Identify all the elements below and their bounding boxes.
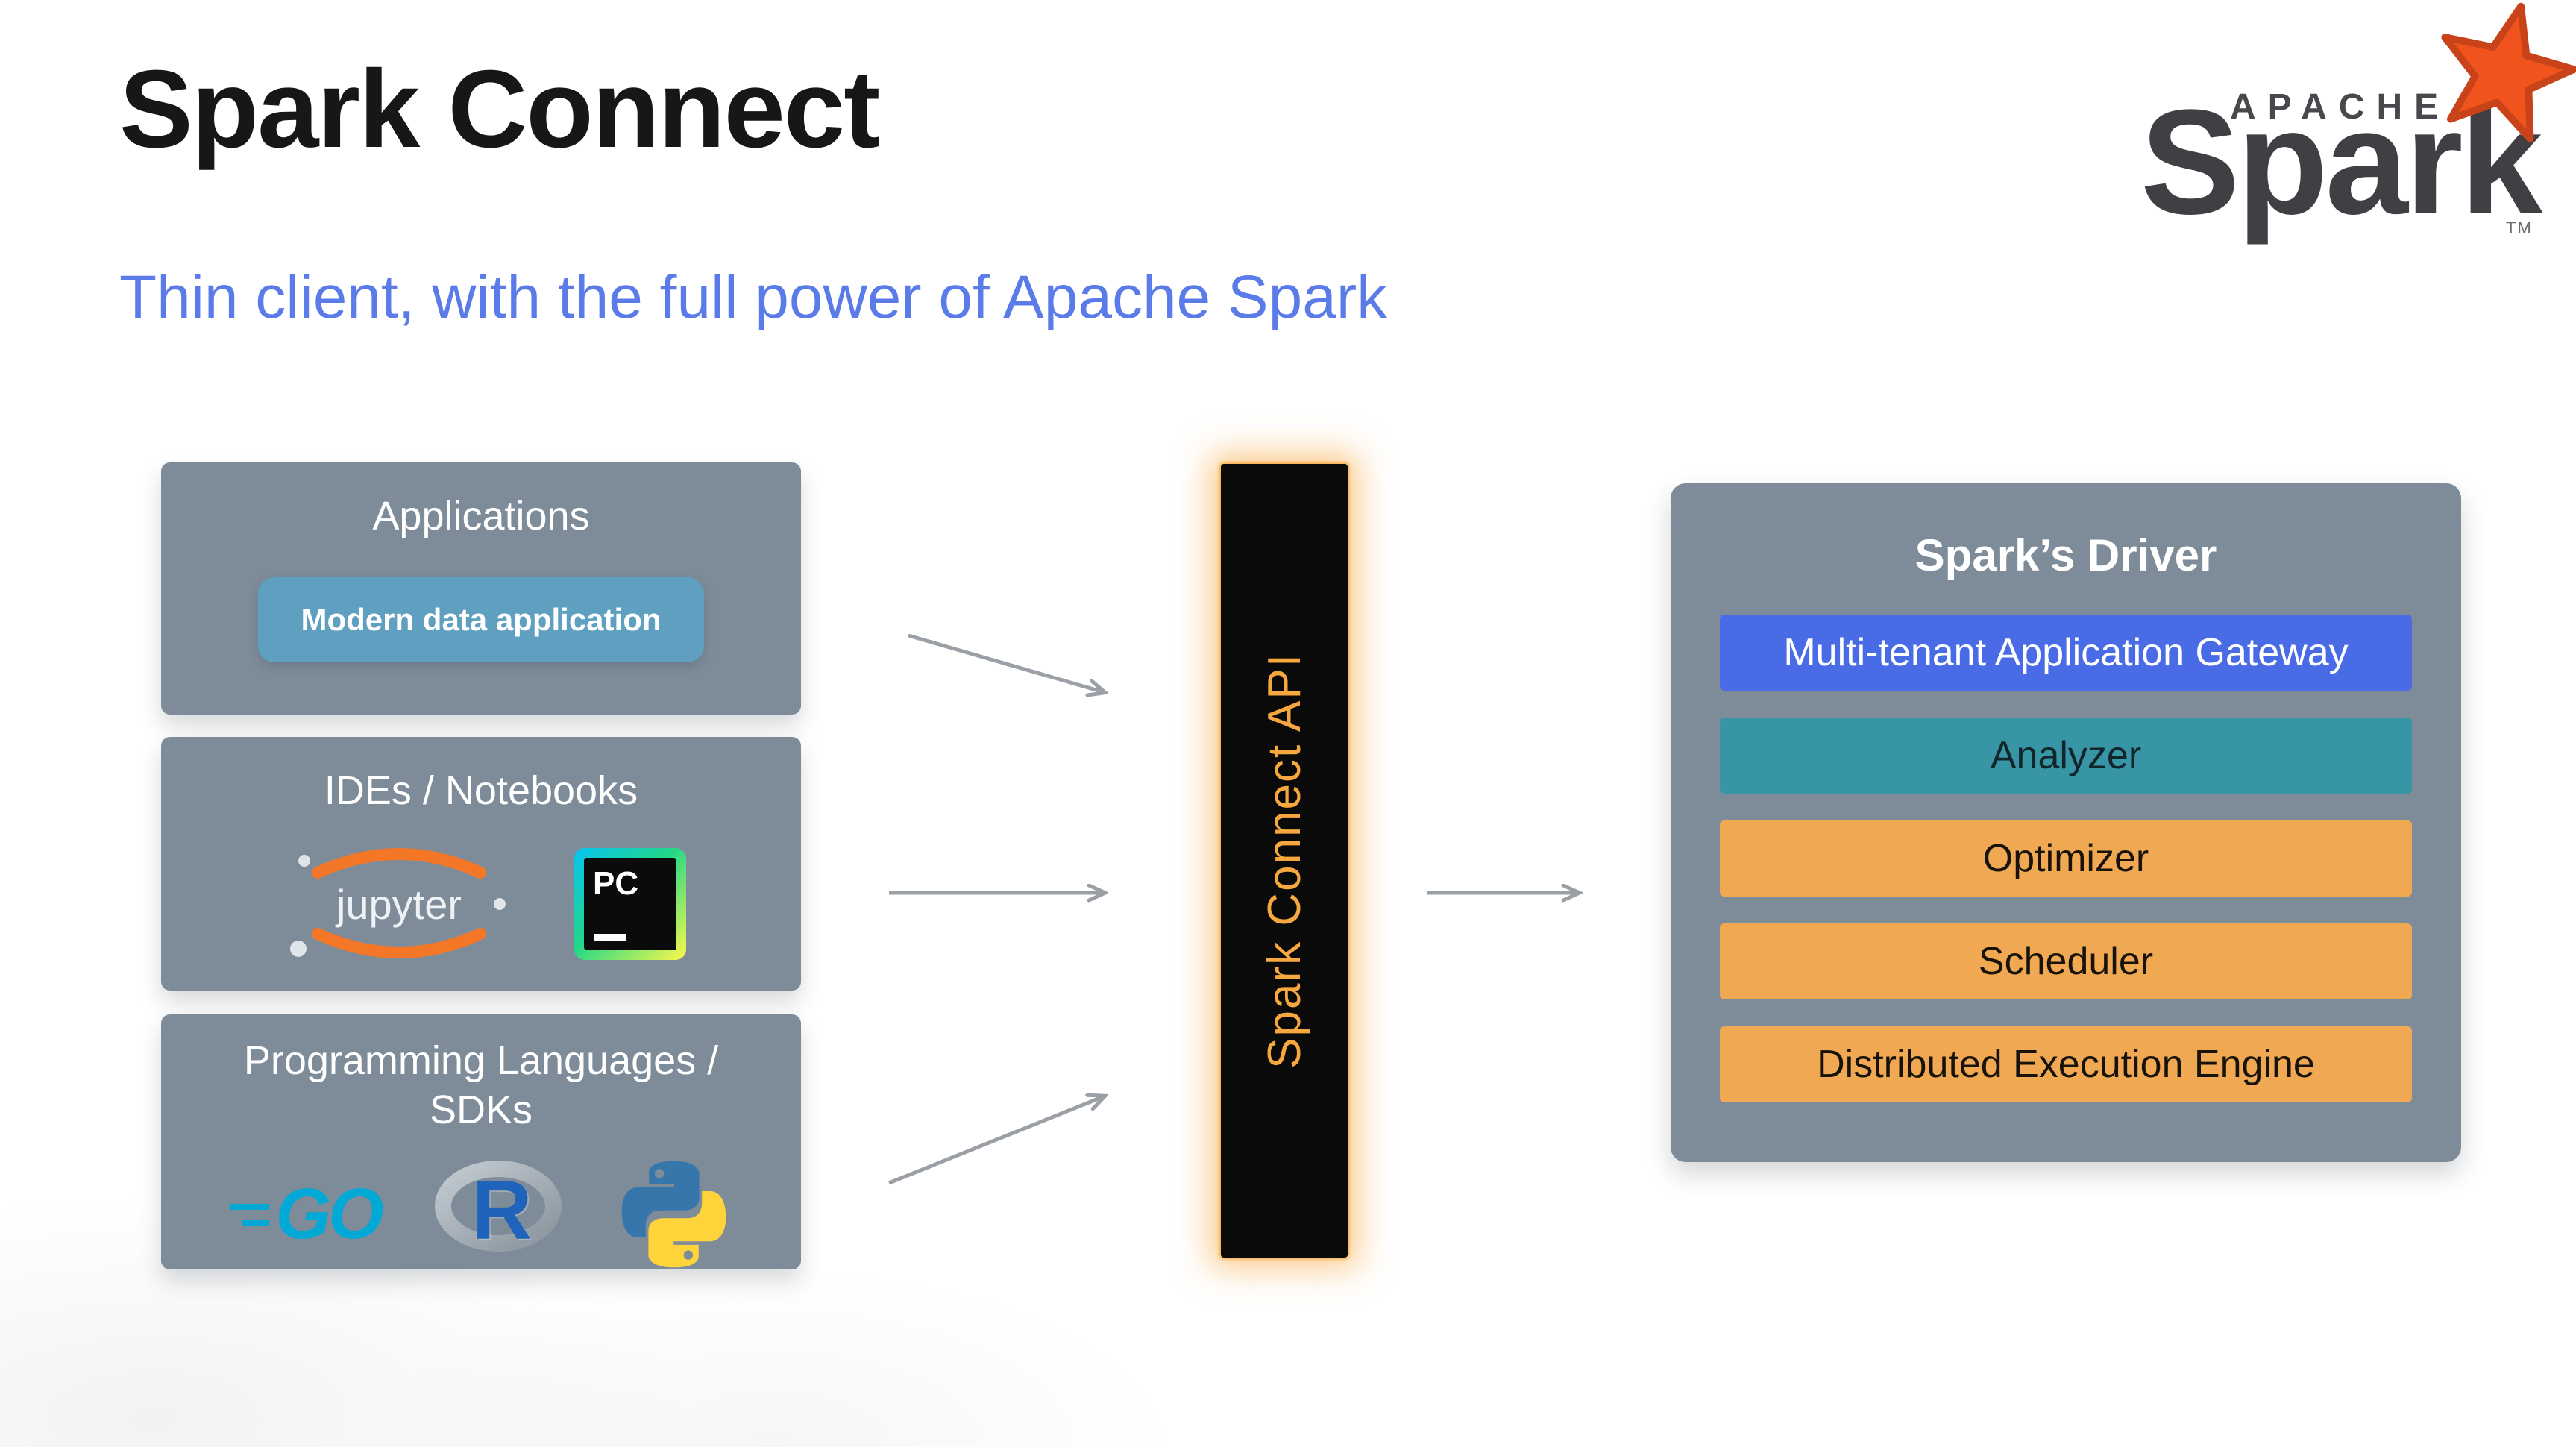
driver-row-scheduler: Scheduler (1720, 923, 2412, 999)
apache-text: APACHE (2230, 87, 2451, 127)
ides-panel-title: IDEs / Notebooks (324, 768, 638, 813)
ides-logo-row: jupyter PC (276, 835, 686, 973)
spark-connect-api-label: Spark Connect API (1258, 653, 1310, 1069)
go-label: GO (275, 1173, 383, 1254)
r-label: R (471, 1163, 533, 1257)
driver-rows: Multi-tenant Application Gateway Analyze… (1720, 615, 2412, 1102)
page-subtitle: Thin client, with the full power of Apac… (119, 263, 1388, 331)
languages-logo-row: GO R (230, 1155, 731, 1274)
spark-star-icon (2441, 2, 2576, 143)
jupyter-logo-icon: jupyter (290, 847, 506, 958)
pycharm-inner: PC (584, 858, 676, 951)
languages-panel-title: Programming Languages / SDKs (243, 1038, 719, 1132)
pycharm-logo-icon: PC (574, 848, 686, 961)
spark-connect-api-bar: Spark Connect API (1221, 464, 1348, 1258)
arrow-applications-to-api (908, 633, 1104, 692)
apache-spark-logo: Spark APACHE TM (2118, 2, 2576, 252)
driver-row-analyzer: Analyzer (1720, 718, 2412, 794)
driver-row-optimizer: Optimizer (1720, 820, 2412, 897)
driver-row-execution-engine: Distributed Execution Engine (1720, 1026, 2412, 1102)
pycharm-underscore (594, 934, 626, 941)
languages-sdks-panel: Programming Languages / SDKs GO R (161, 1014, 801, 1269)
pycharm-label: PC (593, 865, 639, 903)
r-language-logo-icon: R (433, 1158, 564, 1270)
spark-driver-title: Spark’s Driver (1914, 530, 2217, 580)
python-logo-icon (621, 1161, 726, 1268)
golang-logo-icon: GO (230, 1178, 384, 1250)
driver-row-gateway: Multi-tenant Application Gateway (1720, 615, 2412, 691)
applications-panel-title: Applications (372, 494, 590, 539)
ides-notebooks-panel: IDEs / Notebooks jupyter PC (161, 737, 801, 991)
arrow-languages-to-api (888, 1096, 1104, 1185)
page-title: Spark Connect (119, 48, 880, 171)
spark-driver-panel: Spark’s Driver Multi-tenant Application … (1671, 483, 2461, 1162)
applications-panel: Applications Modern data application (161, 462, 801, 715)
jupyter-label: jupyter (335, 881, 462, 928)
modern-data-application-chip: Modern data application (258, 577, 704, 662)
trademark-text: TM (2506, 219, 2533, 237)
